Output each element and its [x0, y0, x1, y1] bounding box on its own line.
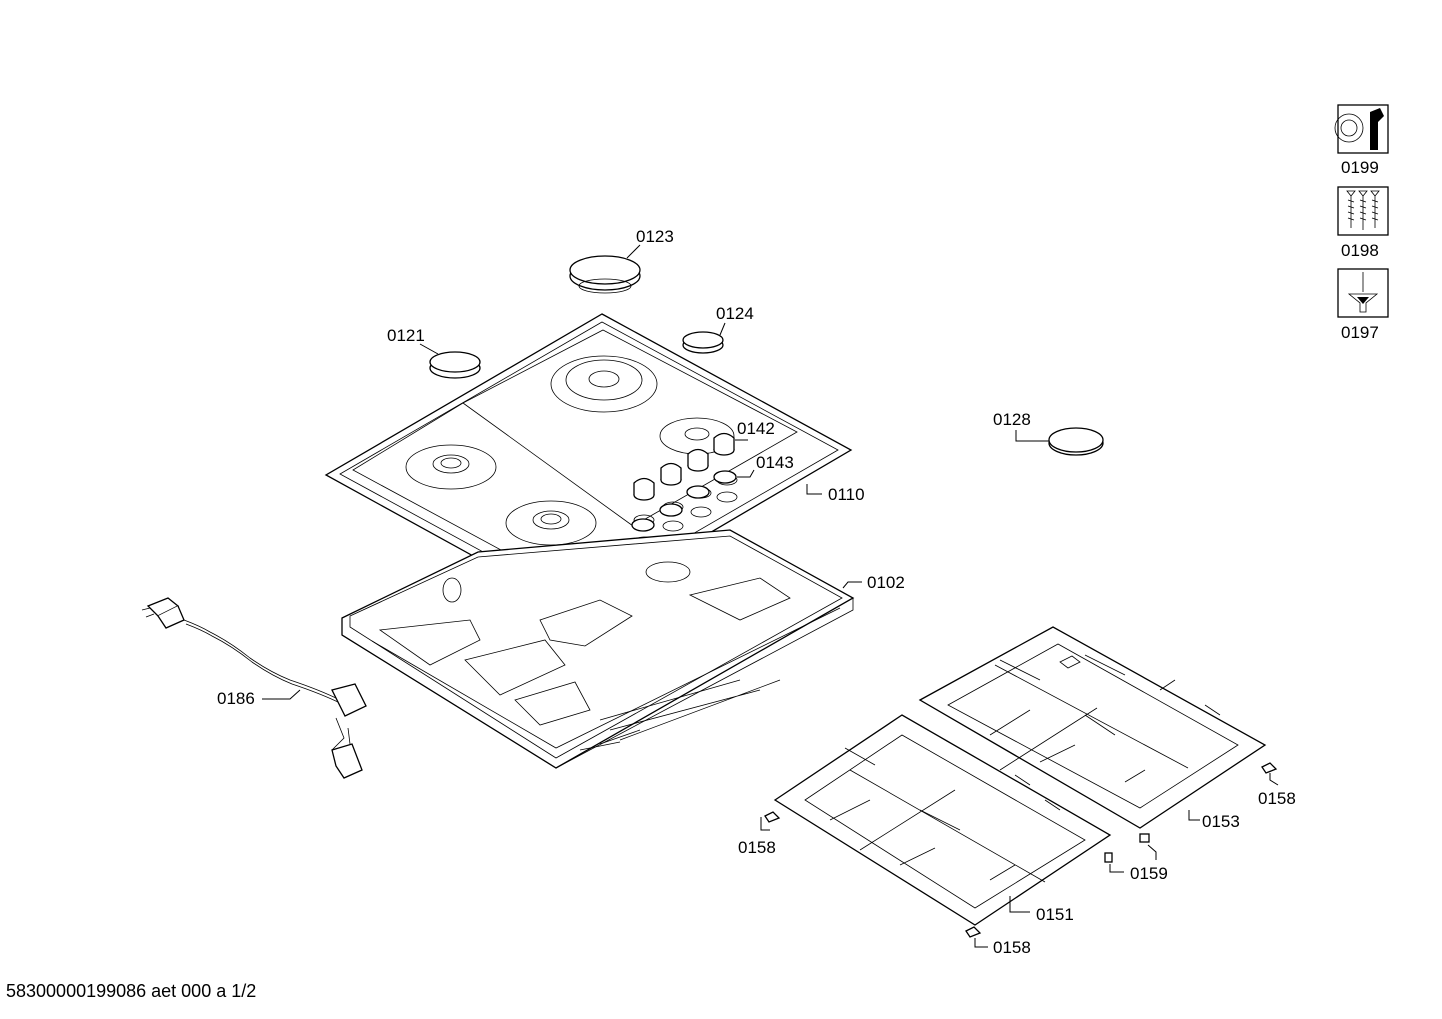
rubber-foot-2 [1261, 762, 1278, 774]
label-0151: 0151 [1036, 905, 1074, 924]
knob-rings [631, 470, 737, 532]
label-0124: 0124 [716, 304, 754, 323]
burner-cap-loose [1048, 427, 1104, 456]
document-id: 58300000199086 aet 000 a 1/2 [6, 981, 257, 1001]
label-0128: 0128 [993, 410, 1031, 429]
burner-cap-small [682, 331, 724, 354]
label-0159: 0159 [1130, 864, 1168, 883]
label-0110: 0110 [828, 485, 865, 504]
pan-support-right [918, 626, 1267, 829]
burner-cap-medium-1 [429, 351, 481, 379]
control-knobs [633, 432, 735, 501]
clip-1 [1139, 833, 1150, 843]
screwdriver-icon [1337, 268, 1389, 318]
label-0123: 0123 [636, 227, 674, 246]
pan-support-left [773, 714, 1112, 926]
clip-2 [1104, 852, 1113, 863]
screws-icon [1337, 186, 1389, 236]
bottom-tray [341, 529, 855, 769]
label-0186: 0186 [217, 689, 255, 708]
label-0153: 0153 [1202, 812, 1240, 831]
label-0198: 0198 [1341, 241, 1379, 260]
label-0143: 0143 [756, 453, 794, 472]
tool-kit-icon [1334, 104, 1389, 154]
label-0199: 0199 [1341, 158, 1379, 177]
rubber-foot-3 [965, 926, 982, 938]
label-0142: 0142 [737, 419, 775, 438]
label-0102: 0102 [867, 573, 905, 592]
label-0158b: 0158 [1258, 789, 1296, 808]
label-0121a: 0121 [387, 326, 425, 345]
label-0158c: 0158 [993, 938, 1031, 957]
label-0197: 0197 [1341, 323, 1379, 342]
power-cable [141, 597, 367, 779]
burner-cap-large [569, 255, 641, 294]
label-0158a: 0158 [738, 838, 776, 857]
rubber-foot-1 [764, 811, 781, 823]
